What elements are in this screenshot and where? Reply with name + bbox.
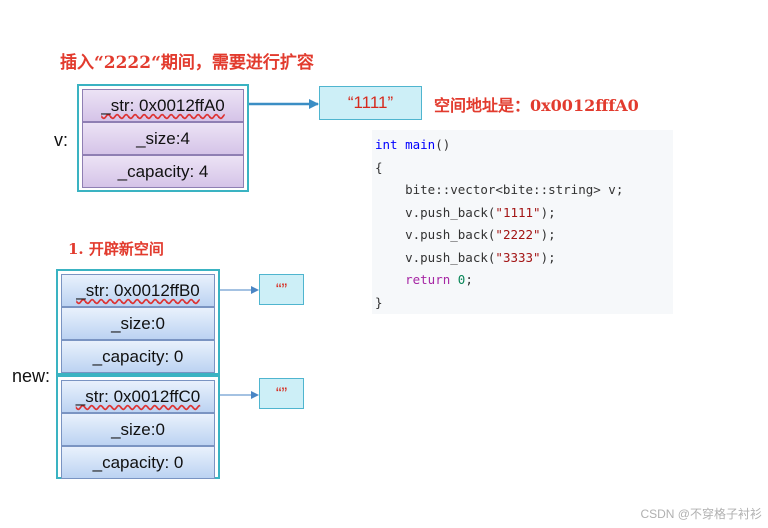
code-line: int main()	[375, 134, 673, 157]
code-line: v.push_back("2222");	[375, 224, 673, 247]
code-string: "2222"	[495, 227, 541, 242]
v-str-label: _str: 0x0012ffA0	[101, 95, 225, 115]
v-size-label: _size:4	[136, 128, 190, 148]
new1-str-label: _str: 0x0012ffB0	[76, 280, 200, 300]
empty-string-box-2: “”	[259, 378, 304, 409]
code-keyword: int	[375, 137, 398, 152]
diagram-title: 插入“2222“期间，需要进行扩容	[60, 53, 314, 73]
code-line: v.push_back("3333");	[375, 247, 673, 270]
watermark: CSDN @不穿格子衬衫	[640, 507, 762, 521]
v-capacity-label: _capacity: 4	[117, 161, 209, 181]
empty-string-label-2: “”	[275, 383, 288, 403]
new2-size-cell: _size:0	[61, 413, 215, 446]
new2-size-label: _size:0	[111, 419, 165, 439]
v-capacity-cell: _capacity: 4	[82, 155, 244, 188]
code-text: );	[540, 204, 556, 220]
v-size-cell: _size:4	[82, 122, 244, 155]
new-label: new:	[12, 366, 51, 386]
code-line: return 0;	[375, 269, 673, 292]
string-1111-box: “1111”	[319, 86, 422, 120]
address-text: 空间地址是：0x0012fffA0	[434, 96, 639, 115]
code-block: int main() { bite::vector<bite::string> …	[372, 130, 673, 314]
v-object-box: _str: 0x0012ffA0 _size:4 _capacity: 4	[77, 84, 249, 192]
code-text: v.push_back(	[375, 227, 496, 242]
new1-capacity-cell: _capacity: 0	[61, 340, 215, 373]
code-text: );	[540, 227, 556, 242]
empty-string-box-1: “”	[259, 274, 304, 305]
code-function: main	[405, 137, 436, 152]
new2-str-label: _str: 0x0012ffC0	[75, 386, 201, 406]
new-object-2-box: _str: 0x0012ffC0 _size:0 _capacity: 0	[56, 375, 220, 479]
code-line: v.push_back("1111");	[375, 202, 673, 225]
new1-size-cell: _size:0	[61, 307, 215, 340]
code-text: ;	[465, 272, 473, 287]
code-number: 0	[457, 272, 466, 287]
new2-str-cell: _str: 0x0012ffC0	[61, 380, 215, 413]
new2-capacity-cell: _capacity: 0	[61, 446, 215, 479]
empty-string-label-1: “”	[275, 279, 288, 299]
v-label: v:	[54, 130, 69, 150]
code-keyword: return	[405, 272, 451, 287]
step-title: 1. 开辟新空间	[68, 240, 164, 258]
code-string: "1111"	[495, 204, 541, 220]
code-string: "3333"	[495, 249, 541, 265]
code-text: v.push_back(	[375, 204, 496, 220]
code-text: ()	[435, 137, 451, 152]
new1-capacity-label: _capacity: 0	[92, 346, 184, 366]
code-line: bite::vector<bite::string> v;	[375, 182, 624, 197]
code-text: v.push_back(	[375, 249, 496, 265]
new-object-1-box: _str: 0x0012ffB0 _size:0 _capacity: 0	[56, 269, 220, 375]
new2-capacity-label: _capacity: 0	[92, 452, 184, 472]
code-line: }	[375, 294, 383, 310]
v-str-cell: _str: 0x0012ffA0	[82, 89, 244, 122]
new1-size-label: _size:0	[111, 313, 165, 333]
new1-str-cell: _str: 0x0012ffB0	[61, 274, 215, 307]
string-1111-label: “1111”	[347, 93, 394, 112]
code-line: {	[375, 159, 383, 175]
code-text: );	[540, 249, 556, 265]
